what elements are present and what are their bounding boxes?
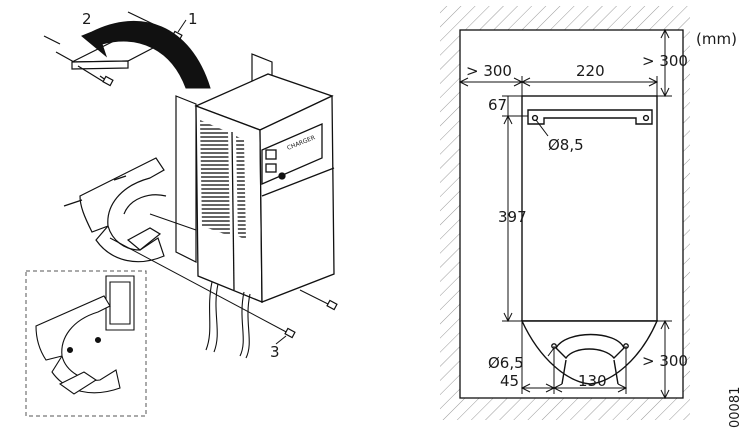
unit-label: (mm)	[696, 30, 737, 48]
callout-1: 1	[188, 10, 198, 28]
dim-lower-hole: Ø6,5	[488, 354, 524, 372]
dim-left-clearance: > 300	[466, 62, 512, 80]
mounting-exploded-view: CHARGER	[25, 10, 338, 417]
cables	[205, 281, 251, 359]
rotation-arrow-icon	[81, 20, 211, 89]
dim-top-offset: 67	[488, 96, 507, 114]
dimension-lines	[458, 28, 672, 400]
document-number: 00081	[728, 387, 743, 428]
dim-bottom-clearance: > 300	[642, 352, 688, 370]
callout-2: 2	[82, 10, 92, 28]
device-outline	[520, 95, 659, 385]
dim-width: 220	[576, 62, 605, 80]
dim-lower-offset: 45	[500, 372, 519, 390]
dim-upper-hole: Ø8,5	[548, 136, 584, 154]
dimension-drawing: (mm) > 300 > 300 220 67 Ø8,5 397 > 300 Ø…	[440, 6, 743, 428]
screw-guide-lines	[109, 213, 333, 335]
dim-lower-spacing: 130	[578, 372, 607, 390]
screw-icon	[284, 299, 338, 339]
lower-bracket	[63, 157, 167, 263]
dim-top-clearance: > 300	[642, 52, 688, 70]
detail-inset	[25, 270, 147, 417]
dim-height: 397	[498, 208, 527, 226]
callout-3: 3	[270, 343, 280, 361]
charger-unit: CHARGER	[194, 73, 335, 303]
